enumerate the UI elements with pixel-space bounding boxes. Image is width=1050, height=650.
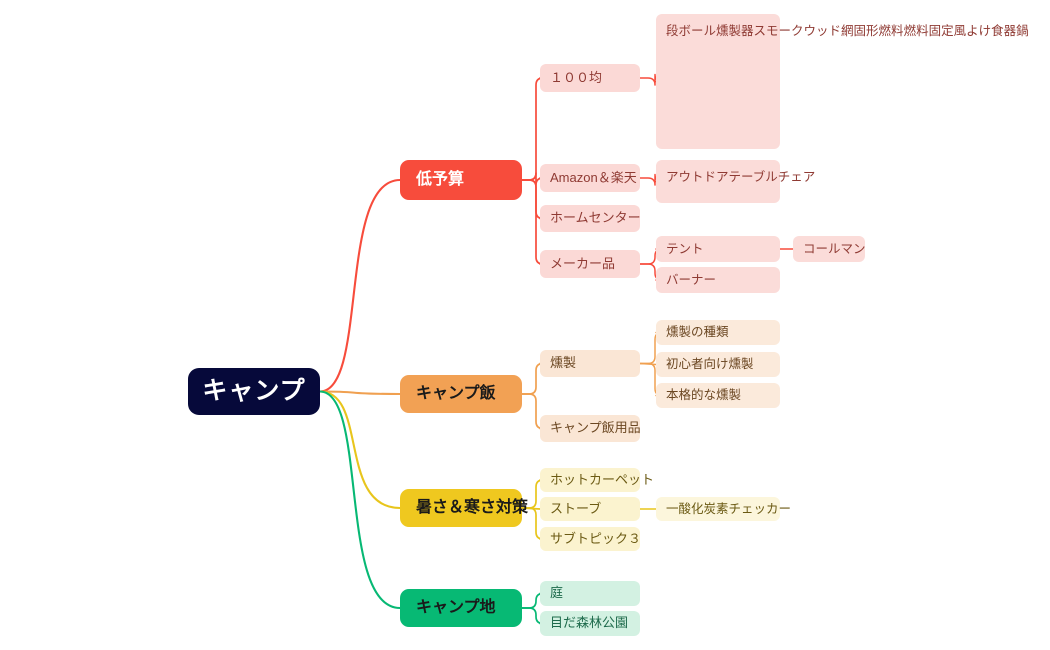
- leaf-node[interactable]: アウトドアテーブルチェア: [656, 160, 815, 203]
- sub-node[interactable]: 目だ森林公園: [540, 611, 640, 636]
- connector-line: [318, 390, 402, 396]
- branch-node-weather[interactable]: 暑さ＆寒さ対策: [400, 489, 528, 527]
- node-label: キャンプ飯: [416, 385, 496, 403]
- sub-node[interactable]: キャンプ飯用品: [540, 415, 641, 442]
- sub-node[interactable]: メーカー品: [540, 250, 640, 278]
- sub-node[interactable]: サブトピック３: [540, 527, 642, 551]
- node-line: スモークウッド: [753, 24, 842, 38]
- node-label: 初心者向け燻製: [666, 357, 754, 372]
- node-label: 燻製の種類: [666, 325, 729, 340]
- node-label: 燻製: [550, 355, 577, 371]
- node-label: ストーブ: [550, 500, 602, 516]
- node-line: 風よけ: [953, 24, 992, 38]
- node-label: ホームセンター: [550, 210, 641, 226]
- node-line: 燃料固定: [903, 24, 954, 38]
- node-line: 固形燃料: [853, 24, 904, 38]
- leaf-node[interactable]: 初心者向け燻製: [656, 352, 780, 377]
- root-node-label: キャンプ: [202, 377, 306, 406]
- node-label: サブトピック３: [550, 530, 642, 546]
- node-label: 本格的な燻製: [666, 388, 742, 403]
- node-label: 暑さ＆寒さ対策: [416, 499, 529, 517]
- branch-node-budget[interactable]: 低予算: [400, 160, 522, 200]
- sub-node[interactable]: ホットカーペット: [540, 468, 654, 492]
- leaf-node[interactable]: バーナー: [656, 267, 780, 293]
- leaf-node[interactable]: 燻製の種類: [656, 320, 780, 345]
- node-line: 食器: [991, 24, 1017, 38]
- node-label: キャンプ飯用品: [550, 420, 641, 436]
- branch-node-campsite[interactable]: キャンプ地: [400, 589, 522, 627]
- node-label: メーカー品: [550, 255, 616, 271]
- leaf-node[interactable]: テント: [656, 236, 780, 262]
- connector-line: [639, 362, 657, 366]
- node-label: 一酸化炭素チェッカー: [666, 501, 792, 516]
- node-label: バーナー: [666, 272, 717, 287]
- node-label: 目だ森林公園: [550, 615, 629, 631]
- leaf-node[interactable]: 本格的な燻製: [656, 383, 780, 408]
- sub-node[interactable]: 庭: [540, 581, 640, 606]
- leaf-node[interactable]: 一酸化炭素チェッカー: [656, 497, 791, 521]
- node-label: 低予算: [416, 171, 465, 189]
- connector-line: [318, 390, 402, 610]
- node-line: 段ボール燻製器: [666, 24, 754, 38]
- node-label: コールマン: [803, 241, 866, 256]
- node-line: 網: [841, 24, 854, 38]
- node-label: ホットカーペット: [550, 471, 655, 487]
- sub-node[interactable]: ホームセンター: [540, 205, 641, 232]
- sub-node[interactable]: 燻製: [540, 350, 640, 377]
- connector-line: [318, 178, 402, 393]
- node-label: キャンプ地: [416, 599, 496, 617]
- node-label: Amazon＆楽天: [550, 169, 637, 185]
- branch-node-campfood[interactable]: キャンプ飯: [400, 375, 522, 413]
- node-label: テント: [666, 241, 704, 256]
- connector-line: [521, 77, 544, 181]
- leaf-node[interactable]: コールマン: [793, 236, 866, 262]
- connector-line: [318, 390, 402, 510]
- node-label: 庭: [550, 585, 564, 601]
- node-line: チェア: [777, 170, 816, 184]
- sub-node[interactable]: Amazon＆楽天: [540, 164, 640, 192]
- sub-node[interactable]: １００均: [540, 64, 640, 92]
- root-node[interactable]: キャンプ: [188, 368, 320, 415]
- leaf-node[interactable]: 段ボール燻製器スモークウッド網固形燃料燃料固定風よけ食器鍋: [656, 14, 1029, 149]
- sub-node[interactable]: ストーブ: [540, 497, 640, 521]
- node-line: アウトドアテーブル: [666, 170, 778, 184]
- node-label: １００均: [550, 69, 603, 85]
- node-line: 鍋: [1016, 24, 1029, 38]
